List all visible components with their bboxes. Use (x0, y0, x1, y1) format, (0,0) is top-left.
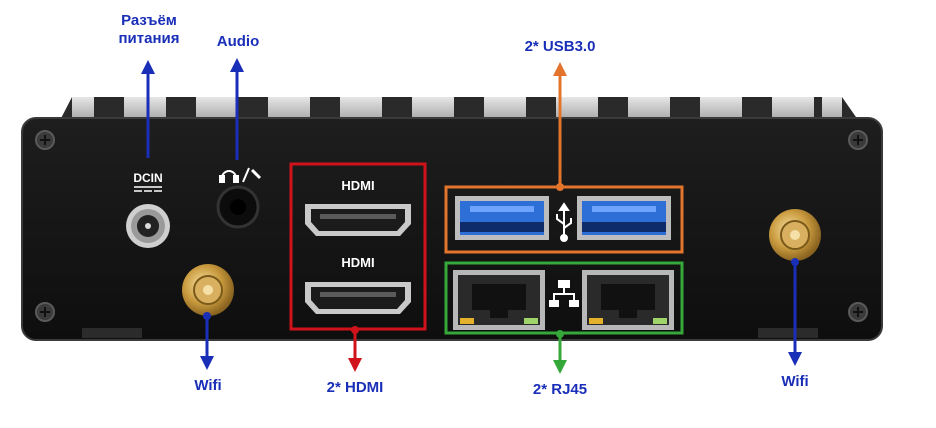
dcin-text: DCIN (133, 171, 162, 185)
dc-power-jack (126, 204, 170, 248)
usb-port-right (577, 196, 671, 240)
headphone-mic-icon (219, 167, 262, 183)
rj45-highlight-box (444, 261, 684, 335)
annotation-arrows (141, 58, 802, 374)
audio-label: Audio (216, 33, 260, 50)
hdmi-port-bottom (305, 282, 411, 314)
rj45-port-left (453, 270, 545, 330)
usb-label: 2* USB3.0 (524, 38, 596, 55)
power-connector-label: Разъём питания (118, 12, 180, 47)
wifi-left-label: Wifi (194, 377, 222, 394)
hdmi-label: 2* HDMI (326, 379, 384, 396)
wifi-right-label: Wifi (781, 373, 809, 390)
network-icon (549, 280, 579, 307)
rj45-port-right (582, 270, 674, 330)
rj45-label: 2* RJ45 (532, 381, 588, 398)
hdmi-bottom-text: HDMI (341, 255, 374, 270)
hdmi-top-text: HDMI (341, 178, 374, 193)
usb-port-left (455, 196, 549, 240)
hdmi-port-top (305, 204, 411, 236)
audio-jack (216, 185, 260, 229)
wifi-connector-right (769, 209, 821, 261)
usb-trident-icon (556, 202, 572, 242)
wifi-connector-left (182, 264, 234, 316)
